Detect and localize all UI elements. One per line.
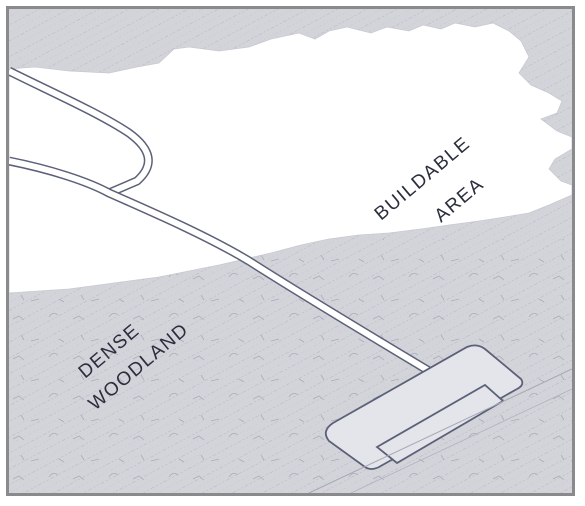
property-line-2 — [350, 388, 572, 493]
buildable-area-shape — [9, 22, 572, 294]
site-map-canvas: BUILDABLE AREA DENSE WOODLAND — [9, 9, 572, 493]
turnaround-outer — [324, 344, 524, 470]
road-upper-loop-surface — [9, 68, 152, 196]
site-map: BUILDABLE AREA DENSE WOODLAND — [6, 6, 575, 496]
road-main-access-surface — [9, 158, 431, 374]
property-line — [308, 368, 572, 493]
